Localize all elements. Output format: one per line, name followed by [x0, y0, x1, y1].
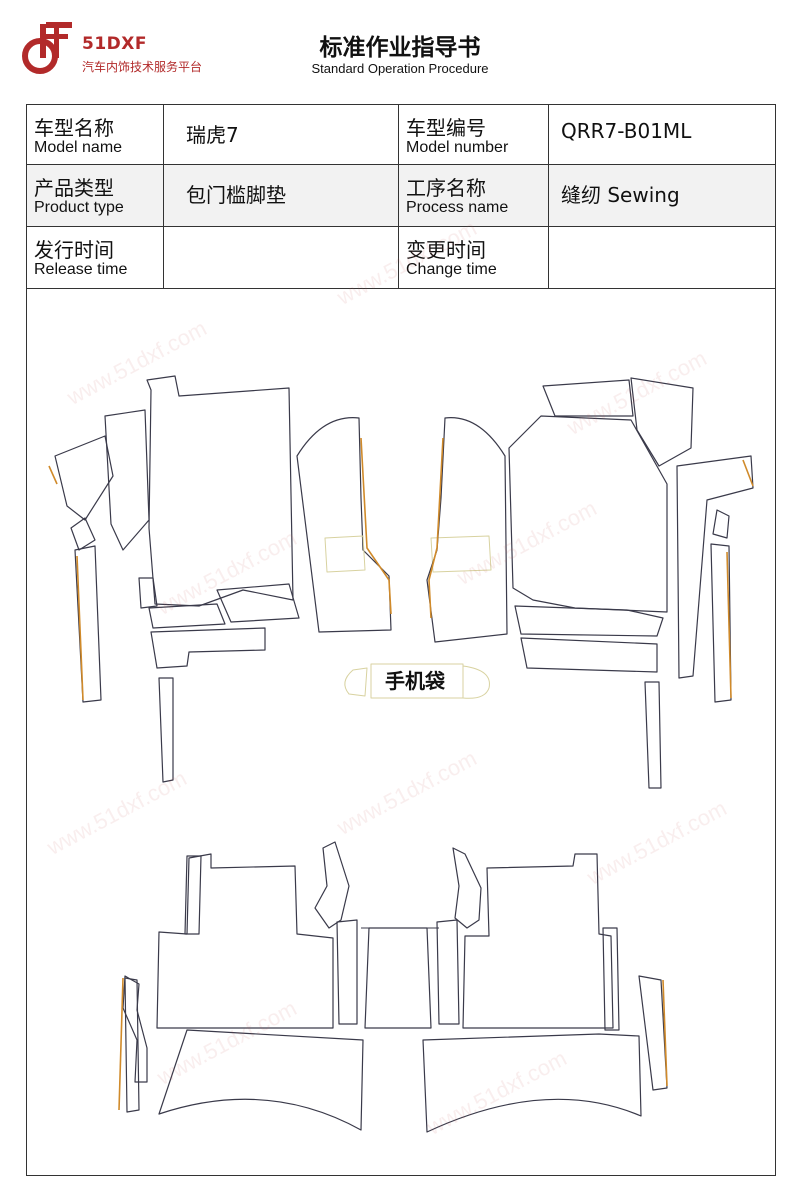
brand-name: 51DXF	[82, 34, 147, 54]
pattern-piece-left-long-strip	[74, 545, 102, 703]
product-type-label-cn: 产品类型	[34, 176, 114, 200]
pattern-piece-left-flap	[296, 417, 392, 633]
pattern-piece-right-top-cap	[542, 379, 634, 417]
pattern-piece-rear-left-narrow	[336, 919, 358, 1025]
pattern-piece-rear-right-main	[462, 853, 614, 1029]
pattern-piece-rear-right-angle	[452, 847, 482, 929]
pattern-piece-rear-right-column	[602, 927, 620, 1031]
phone-pocket-label-box	[370, 663, 464, 699]
release-time-label-en: Release time	[34, 261, 128, 278]
pattern-piece-rear-left-side	[122, 975, 148, 1083]
model-name-value-cell: 瑞虎7	[163, 104, 399, 165]
model-number-value-cell: QRR7-B01ML	[548, 104, 776, 165]
pattern-piece-rear-left-main	[156, 853, 334, 1029]
model-name-label-cn: 车型名称	[34, 116, 114, 140]
product-type-label-en: Product type	[34, 199, 124, 216]
process-name-label-cn: 工序名称	[406, 176, 486, 200]
pattern-piece-right-heel-1	[514, 605, 664, 637]
process-name-value-cell: 缝纫 Sewing	[548, 164, 776, 227]
pattern-piece-center-tunnel	[364, 927, 432, 1029]
pattern-edge-rear-left-strip	[118, 977, 124, 1111]
product-type-label-cell: 产品类型 Product type	[26, 164, 164, 227]
product-type-value-cell: 包门槛脚垫	[163, 164, 399, 227]
pattern-drawing-area: 手机袋	[26, 288, 776, 1176]
release-time-label-cell: 发行时间 Release time	[26, 226, 164, 289]
phone-pocket-outline-right	[462, 665, 490, 699]
pattern-piece-rear-left-lower	[158, 1029, 364, 1131]
pattern-pocket-outline-right	[430, 535, 492, 573]
pattern-piece-left-column	[104, 409, 150, 551]
pattern-edge-left-long-strip	[76, 555, 84, 701]
pattern-piece-left-heel-2	[216, 583, 300, 623]
brand-logo: 51DXF 汽车内饰技术服务平台	[22, 18, 242, 78]
pattern-edge-right-flap	[428, 437, 444, 619]
pattern-edge-left-strip-1	[48, 465, 58, 485]
release-time-label-cn: 发行时间	[34, 238, 114, 262]
product-type-value: 包门槛脚垫	[186, 183, 286, 207]
pattern-piece-left-strip-1	[54, 435, 114, 521]
process-name-label-cell: 工序名称 Process name	[398, 164, 549, 227]
pattern-piece-right-sill-bar	[520, 637, 658, 673]
pattern-piece-rear-left-column	[184, 855, 202, 935]
pattern-piece-left-sill-bar	[150, 627, 266, 669]
change-time-label-cn: 变更时间	[406, 238, 486, 262]
pattern-piece-left-foot	[158, 677, 174, 783]
phone-pocket-label: 手机袋	[385, 669, 446, 693]
pattern-piece-right-side-strip	[676, 455, 754, 679]
page-title: 标准作业指导书	[319, 35, 481, 61]
info-row-time: 发行时间 Release time 变更时间 Change time	[26, 226, 776, 289]
pattern-edge-left-flap	[360, 437, 392, 615]
process-name-value: 缝纫 Sewing	[561, 183, 680, 207]
change-time-value	[549, 227, 775, 241]
pattern-piece-rear-right-narrow	[436, 919, 460, 1025]
pattern-edge-rear-right-side	[662, 979, 668, 1087]
pattern-piece-right-foot	[644, 681, 662, 789]
model-number-value: QRR7-B01ML	[561, 119, 692, 143]
pattern-piece-right-flap	[426, 417, 508, 643]
pattern-piece-rear-right-side	[638, 975, 668, 1091]
pattern-piece-left-heel-1	[148, 603, 226, 629]
process-name-label-en: Process name	[406, 199, 509, 216]
pattern-piece-left-main-mat	[146, 375, 294, 607]
pattern-piece-rear-left-angle	[314, 841, 350, 929]
pattern-edge-right-long-strip	[726, 551, 732, 699]
pattern-piece-right-long-strip	[710, 543, 732, 703]
pattern-piece-right-main-mat	[508, 415, 668, 613]
pattern-edge-right-side	[742, 459, 754, 487]
floor-mat-pattern-drawing: 手机袋	[48, 375, 754, 1133]
df-logo-icon	[22, 22, 72, 74]
model-number-label-en: Model number	[406, 139, 509, 156]
release-time-value	[164, 227, 398, 241]
model-name-label-cell: 车型名称 Model name	[26, 104, 164, 165]
pattern-pocket-outline-left	[324, 535, 366, 573]
pattern-piece-left-hook	[138, 577, 158, 609]
change-time-value-cell	[548, 226, 776, 289]
model-number-label-cell: 车型编号 Model number	[398, 104, 549, 165]
info-row-model: 车型名称 Model name 瑞虎7 车型编号 Model number QR…	[26, 104, 776, 165]
pattern-piece-right-column	[630, 377, 694, 467]
info-row-product: 产品类型 Product type 包门槛脚垫 工序名称 Process nam…	[26, 164, 776, 227]
brand-tagline: 汽车内饰技术服务平台	[82, 60, 203, 74]
page-subtitle: Standard Operation Procedure	[311, 61, 489, 76]
release-time-value-cell	[163, 226, 399, 289]
model-number-label-cn: 车型编号	[406, 116, 486, 140]
model-name-label-en: Model name	[34, 139, 123, 156]
pattern-piece-rear-left-strip	[124, 977, 140, 1113]
pattern-piece-rear-right-lower	[422, 1033, 642, 1133]
phone-pocket-outline-left	[344, 667, 368, 697]
info-table: 车型名称 Model name 瑞虎7 车型编号 Model number QR…	[26, 104, 776, 289]
model-name-value: 瑞虎7	[186, 123, 239, 147]
document-header: 51DXF 汽车内饰技术服务平台 标准作业指导书 Standard Operat…	[0, 0, 800, 100]
change-time-label-en: Change time	[406, 261, 497, 278]
change-time-label-cell: 变更时间 Change time	[398, 226, 549, 289]
pattern-piece-right-tab	[712, 509, 730, 539]
pattern-piece-left-tab	[70, 517, 96, 551]
